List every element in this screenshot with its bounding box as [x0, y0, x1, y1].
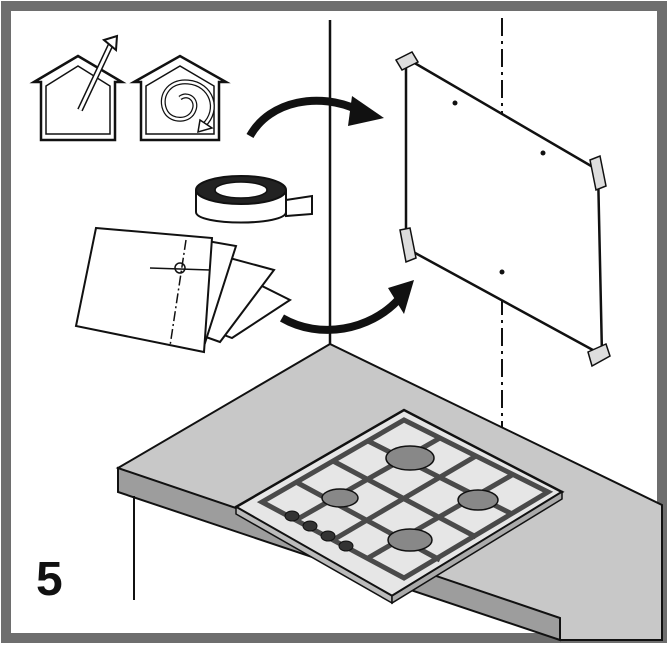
arrow-icon	[246, 96, 384, 139]
recirculation-mode-house-icon	[129, 54, 231, 142]
paper-template-icon	[74, 226, 293, 354]
hob-icon	[233, 408, 565, 605]
step-number: 5	[36, 553, 63, 606]
adhesive-tape-roll-icon	[195, 175, 313, 224]
arrow-head	[388, 280, 414, 314]
arrow-to-wall	[279, 297, 401, 334]
wall-template	[394, 51, 611, 368]
exhaust-mode-house-icon	[29, 34, 127, 142]
